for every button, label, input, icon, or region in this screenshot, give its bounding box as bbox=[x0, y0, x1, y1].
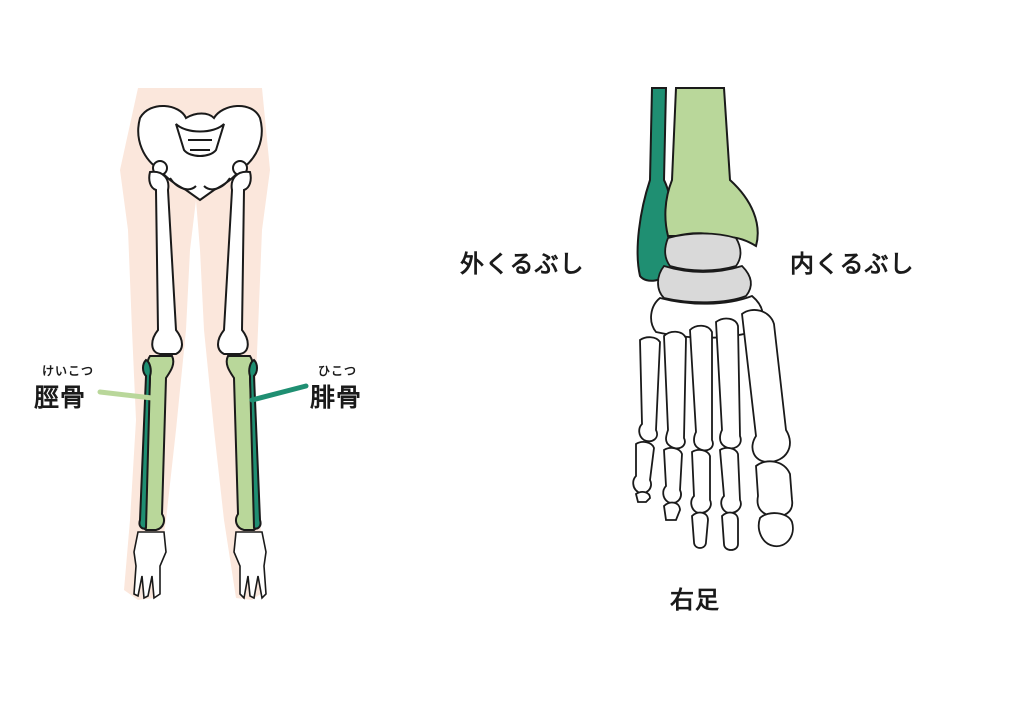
tibia-ruby-label: けいこつ bbox=[42, 364, 95, 378]
tibia-label: 脛骨 bbox=[34, 383, 87, 412]
small-feet bbox=[133, 531, 267, 600]
fibula-label: 腓骨 bbox=[310, 383, 363, 412]
tarsal-bones bbox=[657, 232, 752, 304]
lateral-malleolus-label: 外くるぶし bbox=[460, 250, 585, 278]
femur-bones bbox=[148, 170, 252, 355]
ankle-bones bbox=[636, 87, 759, 282]
foot-bones bbox=[632, 294, 794, 551]
medial-malleolus-label: 内くるぶし bbox=[790, 250, 915, 278]
pelvis bbox=[137, 104, 263, 202]
tibia-pointer-line bbox=[97, 389, 155, 401]
fibula-ruby-label: ひこつ bbox=[318, 364, 358, 378]
fibula-pointer-line bbox=[249, 383, 309, 403]
left-fibula bbox=[138, 358, 152, 530]
right-foot-label: 右足 bbox=[670, 586, 720, 614]
